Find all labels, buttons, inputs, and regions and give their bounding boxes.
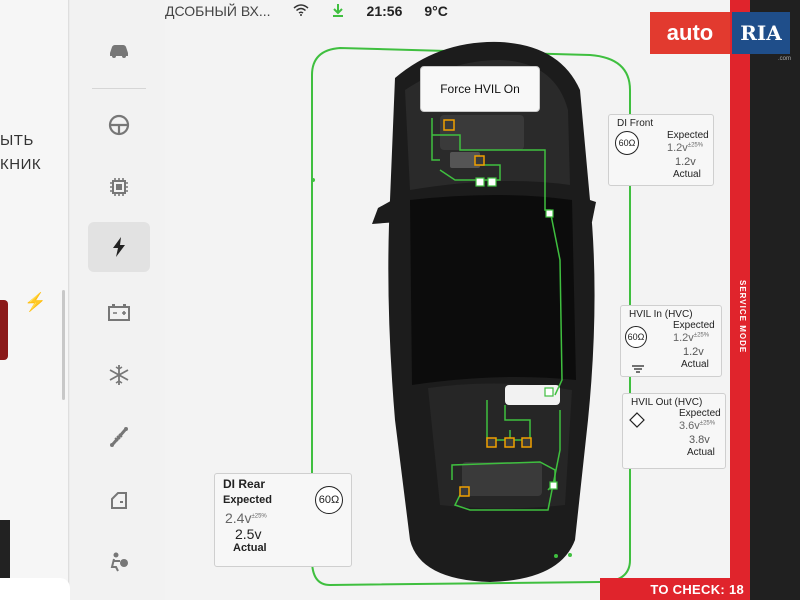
dark-block: [0, 520, 10, 580]
hvil-out-actual-label: Actual: [687, 447, 715, 458]
di-rear-resistance: 60Ω: [315, 486, 343, 514]
di-front-card: DI Front 60Ω Expected 1.2v±25% 1.2v Actu…: [608, 114, 714, 186]
status-temperature: 9°C: [424, 3, 448, 19]
sidebar-item-suspension[interactable]: [88, 412, 150, 462]
battery-icon: [108, 304, 130, 321]
alerts-to-check-banner[interactable]: TO CHECK: 18: [600, 578, 750, 600]
left-panel-text-2: КНИК: [0, 156, 42, 173]
hvil-terminals: [475, 177, 558, 490]
di-rear-actual-label: Actual: [233, 542, 267, 554]
hvil-in-expected-label: Expected: [673, 320, 715, 331]
hvil-in-actual-value: 1.2v: [683, 346, 704, 358]
di-front-resistance: 60Ω: [615, 131, 639, 155]
hvil-out-expected-value: 3.6v±25%: [679, 420, 716, 432]
download-icon: [331, 3, 345, 20]
diamond-icon: [629, 412, 645, 428]
sidebar-item-high-voltage[interactable]: [88, 222, 150, 272]
snowflake-icon: [109, 365, 129, 385]
shock-absorber-icon: [110, 427, 128, 447]
car-silhouette: [372, 41, 596, 582]
di-front-title: DI Front: [617, 118, 654, 129]
left-panel-text-1: ЫТЬ: [0, 132, 34, 149]
service-mode-label: SERVICE MODE: [738, 280, 747, 354]
bolt-icon: [113, 237, 125, 257]
scrollbar[interactable]: [62, 290, 65, 400]
sidebar-item-chip[interactable]: [88, 162, 150, 212]
di-front-actual-label: Actual: [673, 169, 701, 180]
hvil-out-card: HVIL Out (HVC) Expected 3.6v±25% 3.8v Ac…: [622, 393, 726, 469]
hvil-in-actual-label: Actual: [681, 359, 709, 370]
hvil-out-actual-value: 3.8v: [689, 434, 710, 446]
watermark-com: .com: [778, 56, 792, 62]
status-bar: ДСОБНЫЙ ВХ... 21:56 9°C: [165, 0, 665, 22]
loop-node: [568, 553, 572, 557]
sidebar-item-thermal[interactable]: [88, 350, 150, 400]
panel-corner: [0, 578, 70, 600]
chip-icon: [110, 178, 128, 196]
hvil-in-expected-value: 1.2v±25%: [673, 332, 710, 344]
di-rear-expected-value: 2.4v±25%: [225, 510, 267, 526]
hvil-connectors: [443, 119, 532, 497]
service-mode-bar: SERVICE MODE: [730, 0, 750, 600]
steering-wheel-icon: [108, 114, 130, 136]
hvil-in-resistance: 60Ω: [625, 326, 647, 348]
sidebar-item-steering[interactable]: [88, 100, 150, 150]
screen-bezel: [750, 0, 800, 600]
di-front-expected-label: Expected: [667, 130, 709, 141]
loop-node: [311, 178, 315, 182]
di-front-expected-value: 1.2v±25%: [667, 142, 704, 154]
sidebar: [70, 0, 165, 600]
airbag-icon: [110, 552, 128, 572]
di-rear-actual-value: 2.5v: [235, 526, 262, 542]
sidebar-item-door[interactable]: [88, 475, 150, 525]
sidebar-item-battery[interactable]: [88, 287, 150, 337]
watermark-auto: auto: [650, 12, 730, 54]
sidebar-item-airbag[interactable]: [88, 537, 150, 587]
sidebar-divider: [92, 88, 146, 89]
hvil-in-title: HVIL In (HVC): [629, 309, 693, 320]
car-icon: [110, 45, 128, 58]
hvil-in-card: HVIL In (HVC) 60Ω Expected 1.2v±25% 1.2v…: [620, 305, 722, 377]
loop-node: [554, 554, 558, 558]
sidebar-item-car[interactable]: [88, 25, 150, 75]
di-front-actual-value: 1.2v: [675, 156, 696, 168]
red-indicator: [0, 300, 8, 360]
watermark-ria: RIA: [732, 12, 790, 54]
autoria-watermark: auto RIA .com: [650, 12, 791, 62]
di-rear-card: DI Rear 60Ω Expected 2.4v±25% 2.5v Actua…: [214, 473, 352, 567]
hvil-out-title: HVIL Out (HVC): [631, 397, 703, 408]
force-hvil-on-button[interactable]: Force HVIL On: [420, 66, 540, 112]
door-icon: [111, 492, 127, 509]
status-location: ДСОБНЫЙ ВХ...: [165, 3, 271, 19]
status-time: 21:56: [366, 3, 403, 19]
di-rear-title: DI Rear: [223, 477, 266, 491]
di-rear-expected-label: Expected: [223, 494, 272, 506]
left-panel: ЫТЬ КНИК ⚡: [0, 0, 69, 600]
wifi-icon: [293, 3, 309, 19]
hvil-out-expected-label: Expected: [679, 408, 721, 419]
ground-icon: [632, 365, 644, 373]
bolt-icon: ⚡: [24, 292, 47, 312]
hvil-loop: [311, 46, 631, 587]
